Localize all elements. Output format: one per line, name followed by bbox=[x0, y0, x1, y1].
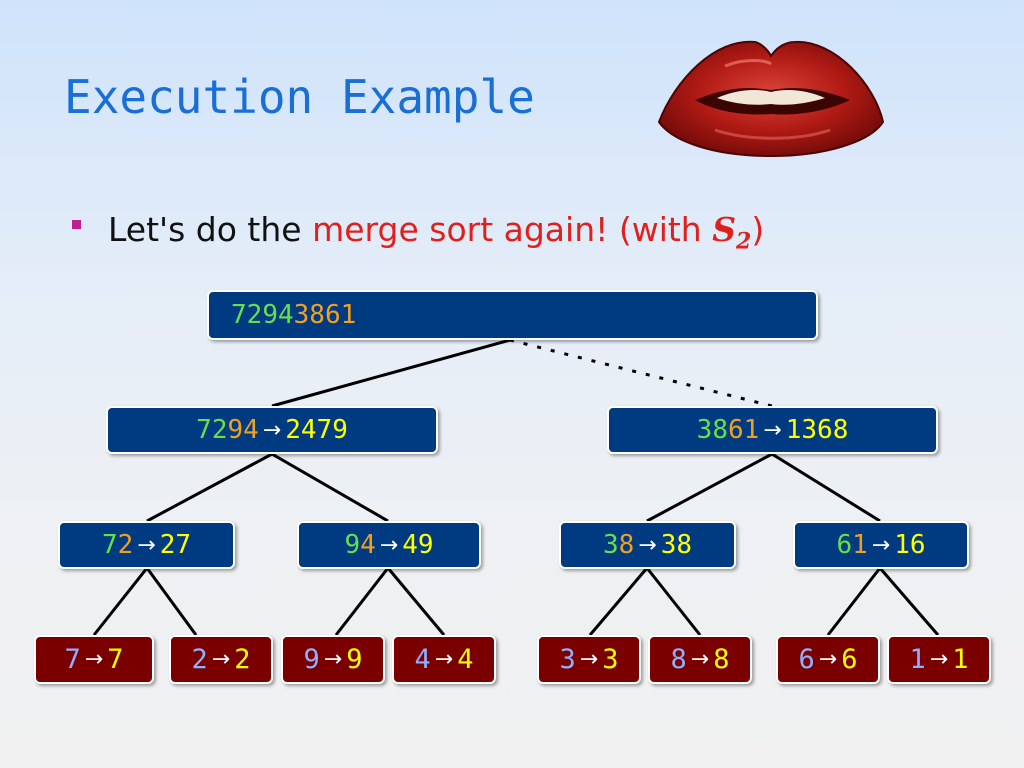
arrow-icon: → bbox=[84, 647, 104, 672]
arrow-icon: → bbox=[262, 417, 282, 443]
arrow-icon: → bbox=[379, 532, 399, 558]
edge-l1b-l2d bbox=[771, 452, 881, 523]
arrow-icon: → bbox=[818, 647, 838, 672]
arrow-icon: → bbox=[434, 647, 454, 672]
tree-leaf-7: 6→6 bbox=[776, 635, 880, 684]
tree-node-l2-1: 7 2→2 7 bbox=[58, 521, 235, 569]
bullet-text: Let's do the merge sort again! (with S2) bbox=[108, 210, 764, 255]
tree-leaf-8: 1→1 bbox=[887, 635, 991, 684]
slide-title: Execution Example bbox=[64, 70, 535, 124]
s2-symbol: S2 bbox=[712, 210, 752, 255]
edge-l2c-leaf6 bbox=[645, 567, 702, 636]
arrow-icon: → bbox=[690, 647, 710, 672]
bullet-suffix: ) bbox=[751, 210, 765, 249]
tree-leaf-4: 4→4 bbox=[392, 635, 496, 684]
bullet-prefix: Let's do the bbox=[108, 210, 313, 249]
tree-leaf-6: 8→8 bbox=[648, 635, 752, 684]
arrow-icon: → bbox=[763, 417, 782, 443]
bullet-marker bbox=[72, 220, 81, 229]
tree-root-node: 7 2 9 4 3 8 6 1 bbox=[207, 290, 818, 340]
arrow-icon: → bbox=[211, 647, 231, 672]
edge-root-left bbox=[271, 338, 511, 408]
tree-leaf-2: 2→2 bbox=[169, 635, 273, 684]
edge-l2d-leaf7 bbox=[826, 567, 882, 636]
edge-l2b-leaf4 bbox=[386, 567, 446, 636]
tree-leaf-5: 3→3 bbox=[537, 635, 641, 684]
arrow-icon: → bbox=[638, 532, 657, 558]
edge-l2d-leaf8 bbox=[878, 567, 940, 636]
tree-node-l2-4: 6 1→1 6 bbox=[793, 521, 969, 569]
edge-l1a-l2b bbox=[271, 452, 389, 523]
arrow-icon: → bbox=[929, 647, 949, 672]
tree-node-l1-left: 7 2 9 4→ 2 4 7 9 bbox=[106, 406, 438, 454]
lips-image bbox=[657, 40, 885, 158]
edge-l2b-leaf3 bbox=[334, 567, 390, 636]
edge-l2c-leaf5 bbox=[588, 567, 649, 636]
tree-node-l1-right: 3 8 6 1→1 3 6 8 bbox=[607, 406, 938, 454]
edge-root-right bbox=[509, 338, 773, 408]
tree-node-l2-2: 9 4→ 4 9 bbox=[297, 521, 481, 569]
arrow-icon: → bbox=[579, 647, 599, 672]
edge-l1a-l2a bbox=[146, 452, 273, 523]
bullet-highlight: merge sort again! (with bbox=[312, 210, 713, 249]
edge-l2a-leaf2 bbox=[145, 567, 198, 636]
tree-node-l2-3: 3 8→3 8 bbox=[559, 521, 736, 569]
edge-l2a-leaf1 bbox=[92, 567, 149, 636]
arrow-icon: → bbox=[137, 532, 156, 558]
arrow-icon: → bbox=[323, 647, 343, 672]
edge-l1b-l2c bbox=[646, 452, 773, 523]
arrow-icon: → bbox=[871, 532, 891, 558]
tree-leaf-3: 9→9 bbox=[281, 635, 385, 684]
tree-leaf-1: 7→7 bbox=[34, 635, 154, 684]
